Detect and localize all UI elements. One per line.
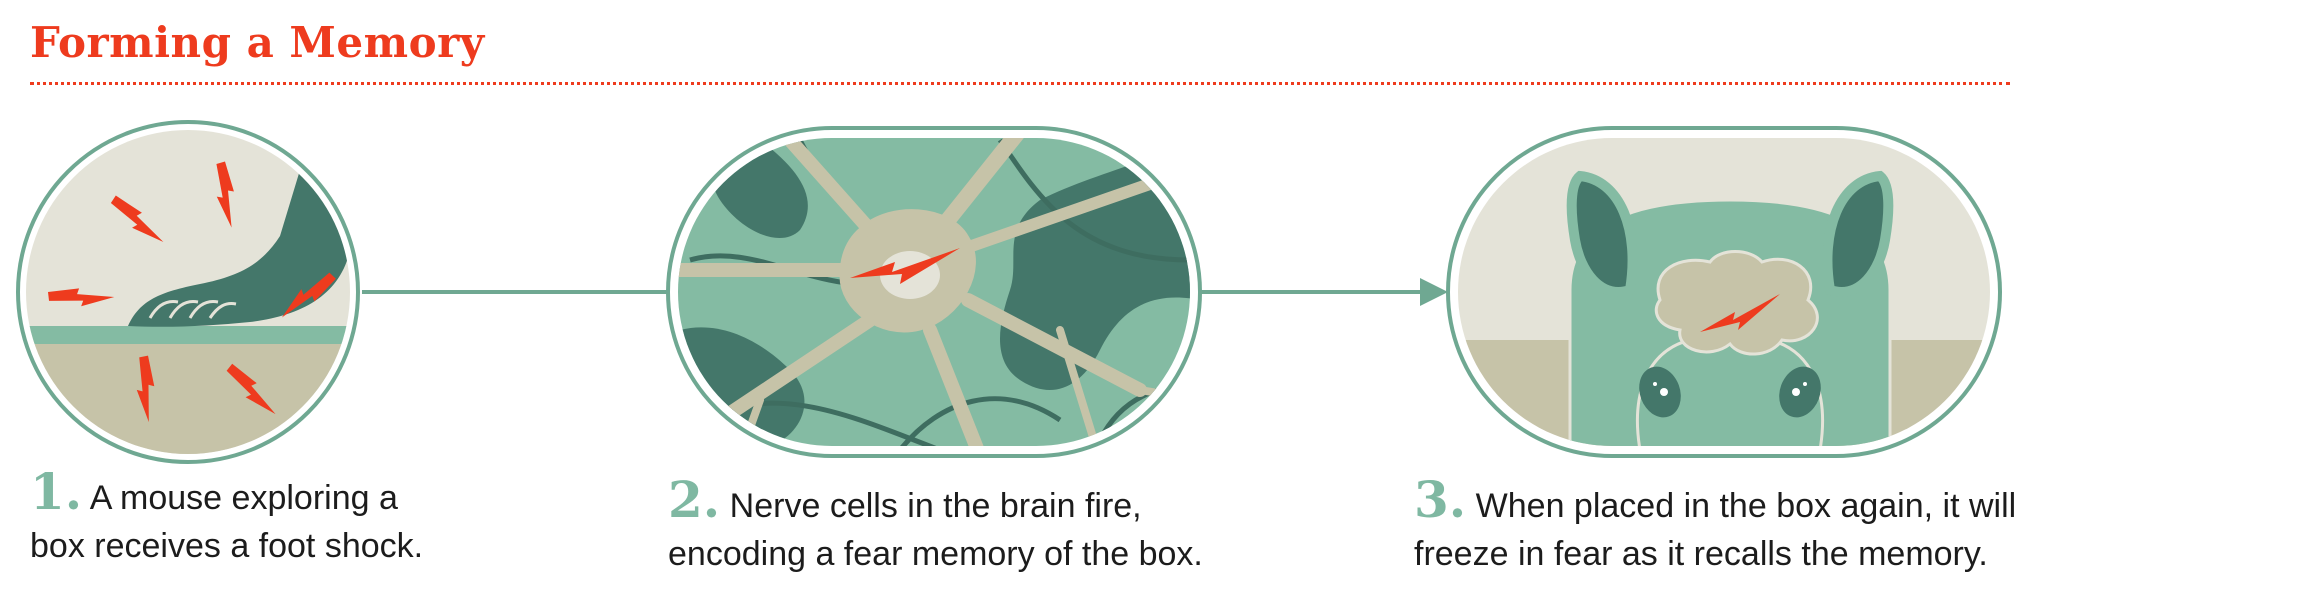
panel-2-nerve-cells xyxy=(666,126,1202,458)
step-1-text-line1: A mouse exploring a xyxy=(89,479,398,517)
arrow-head-icon xyxy=(1420,278,1448,306)
step-3-text-line2: freeze in fear as it recalls the memory. xyxy=(1414,535,1988,573)
step-2-text-line2: encoding a fear memory of the box. xyxy=(668,535,1203,573)
brain-icon xyxy=(1654,250,1819,356)
step-3-text-line1: When placed in the box again, it will xyxy=(1475,487,2017,525)
step-2-caption: 2. Nerve cells in the brain fire, encodi… xyxy=(668,470,1203,574)
step-2-text-line1: Nerve cells in the brain fire, xyxy=(729,487,1142,525)
step-3-caption: 3. When placed in the box again, it will… xyxy=(1414,470,2017,574)
step-3-number: 3 xyxy=(1414,470,1449,529)
step-1-number: 1 xyxy=(30,462,65,521)
diagram-title: Forming a Memory xyxy=(30,18,485,67)
panel-1-foot-shock xyxy=(16,120,360,464)
neuron-fire-bolt-icon xyxy=(850,248,960,284)
memory-bolt-icon xyxy=(1700,294,1780,332)
paw-icon xyxy=(128,170,350,327)
title-divider xyxy=(30,82,2010,85)
step-1-caption: 1. A mouse exploring a box receives a fo… xyxy=(30,462,424,566)
step-1-text-line2: box receives a foot shock. xyxy=(30,527,424,565)
panel-3-frozen-mouse xyxy=(1446,126,2002,458)
step-2-number: 2 xyxy=(668,470,703,529)
